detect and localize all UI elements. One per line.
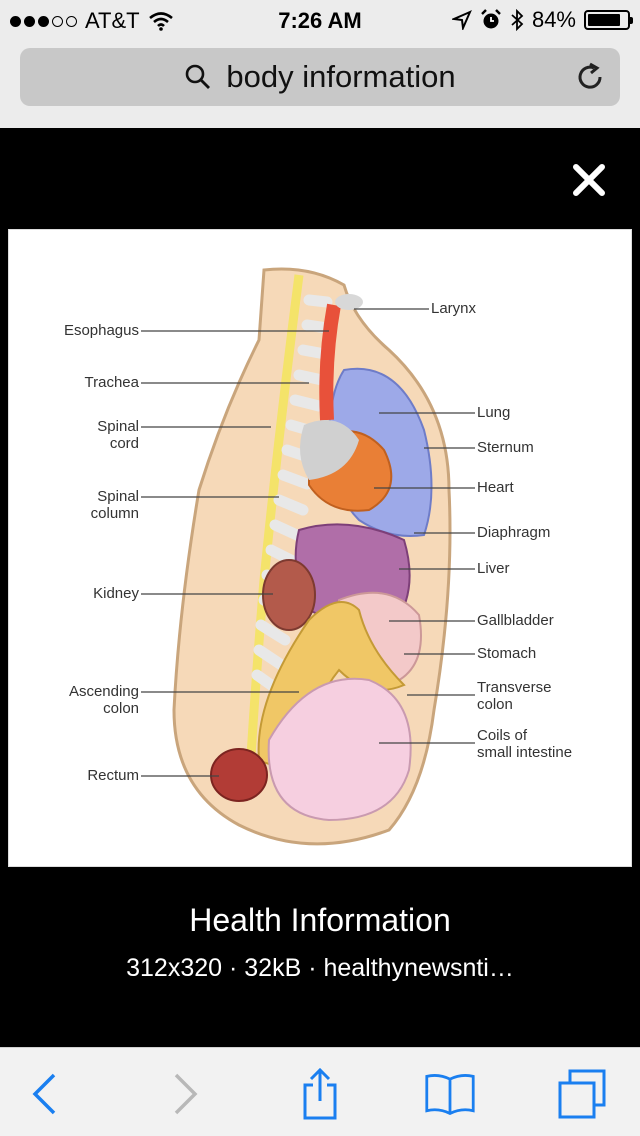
label-kidney: Kidney — [93, 585, 139, 602]
share-button[interactable] — [294, 1067, 346, 1120]
label-stomach: Stomach — [477, 645, 537, 662]
label-rectum: Rectum — [87, 767, 139, 784]
status-right: 84% — [451, 7, 633, 33]
search-query: body information — [226, 59, 456, 94]
image-title[interactable]: Health Information — [189, 902, 451, 938]
search-icon — [186, 64, 211, 89]
battery-percent: 84% — [531, 7, 576, 32]
clock: 7:26 AM — [278, 8, 362, 33]
label-lung: Lung — [477, 404, 511, 421]
bookmarks-icon — [425, 1074, 475, 1116]
url-bar-content: body information — [20, 48, 620, 106]
reload-icon[interactable] — [574, 61, 606, 93]
image-meta[interactable]: 312x320 · 32kB · healthynewsnti… — [126, 954, 514, 982]
location-arrow-icon — [451, 10, 472, 30]
label-sternum: Sternum — [477, 439, 534, 456]
wifi-icon — [148, 12, 173, 31]
url-bar[interactable]: body information — [20, 48, 620, 106]
back-icon — [32, 1073, 56, 1115]
tabs-icon — [558, 1069, 606, 1119]
label-transverse-colon: Transverse colon — [477, 679, 552, 713]
label-gallbladder: Gallbladder — [477, 612, 554, 629]
status-bar: AT&T 7:26 AM 84% — [0, 0, 640, 40]
bluetooth-icon — [511, 9, 524, 31]
battery-icon — [584, 10, 633, 30]
label-esophagus: Esophagus — [63, 322, 139, 339]
alarm-icon — [481, 9, 501, 29]
label-small-intestine: Coils of small intestine — [477, 727, 573, 761]
label-liver: Liver — [477, 560, 510, 577]
carrier-name: AT&T — [85, 8, 140, 33]
label-heart: Heart — [477, 479, 514, 496]
back-button[interactable] — [18, 1068, 70, 1120]
status-left: AT&T — [10, 8, 174, 34]
forward-button[interactable] — [160, 1068, 212, 1120]
image-preview[interactable]: Esophagus Trachea Spinal cord Spinal col… — [8, 229, 632, 867]
label-spinal-column: Spinal column — [90, 488, 139, 522]
tabs-button[interactable] — [556, 1068, 608, 1120]
label-larynx: Larynx — [431, 300, 477, 317]
signal-strength-icon — [10, 15, 77, 27]
label-trachea: Trachea — [84, 374, 139, 391]
anatomy-illustration — [141, 267, 475, 846]
share-icon — [303, 1067, 337, 1120]
safari-toolbar — [0, 1047, 640, 1136]
forward-icon — [174, 1073, 198, 1115]
close-icon[interactable] — [571, 162, 607, 198]
battery-fill — [588, 14, 620, 26]
label-diaphragm: Diaphragm — [477, 524, 551, 541]
label-ascending-colon: Ascending colon — [68, 683, 139, 717]
label-spinal-cord: Spinal cord — [97, 418, 139, 452]
bookmarks-button[interactable] — [424, 1068, 476, 1120]
browser-header: AT&T 7:26 AM 84% — [0, 0, 640, 128]
